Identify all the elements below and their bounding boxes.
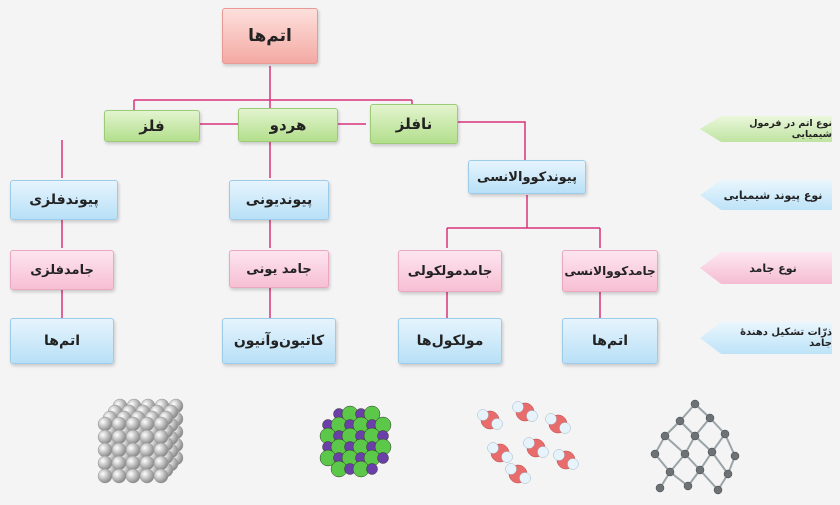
molecular-solid-node: جامدمولکولی	[398, 250, 502, 292]
covalent-solid-label: جامدکووالانسی	[564, 264, 656, 278]
atoms-root-node: اتم‌ها	[222, 8, 318, 64]
ionic-crystal-image	[319, 405, 392, 478]
ionic-bond-label: پیوندیونی	[245, 192, 313, 208]
ionic-solid-node: جامد یونی	[229, 250, 329, 288]
covalent-bond-node: پیوندکووالانسی	[468, 160, 586, 194]
ionic-bond-node: پیوندیونی	[229, 180, 329, 220]
ions-label: کاتیون‌وآنیون	[233, 333, 325, 349]
both-label: هردو	[269, 116, 307, 134]
metallic-bond-label: پیوندفلزی	[29, 192, 99, 208]
bond-type-arrow: نوع پیوند شیمیایی	[700, 180, 832, 210]
covalent-atoms-node: اتم‌ها	[562, 318, 658, 364]
particles-label: ذرّات تشکیل دهندهٔ جامد	[740, 327, 832, 349]
atoms-root-label: اتم‌ها	[248, 26, 292, 46]
covalent-atoms-label: اتم‌ها	[592, 333, 628, 349]
covalent-solid-node: جامدکووالانسی	[562, 250, 658, 292]
covalent-network-image	[650, 399, 740, 495]
ionic-solid-label: جامد یونی	[246, 261, 312, 277]
molecular-solid-label: جامدمولکولی	[407, 263, 493, 279]
particles-arrow: ذرّات تشکیل دهندهٔ جامد	[700, 322, 832, 354]
metal-node: فلز	[104, 110, 200, 142]
metallic-solid-node: جامدفلزی	[10, 250, 114, 290]
molecules-label: مولکول‌ها	[416, 333, 484, 349]
both-node: هردو	[238, 108, 338, 142]
covalent-bond-label: پیوندکووالانسی	[477, 169, 577, 185]
bond-type-label: نوع پیوند شیمیایی	[723, 188, 823, 202]
metal-atoms-label: اتم‌ها	[44, 333, 80, 349]
metallic-solid-label: جامدفلزی	[30, 262, 94, 278]
atom-type-label: نوع اتم در فرمول شیمیایی	[749, 118, 832, 140]
metallic-lattice-image	[97, 398, 184, 484]
nonmetal-label: نافلز	[395, 115, 433, 133]
molecular-solid-image	[477, 401, 579, 484]
solid-type-arrow: نوع جامد	[700, 252, 832, 284]
molecules-node: مولکول‌ها	[398, 318, 502, 364]
metal-atoms-node: اتم‌ها	[10, 318, 114, 364]
nonmetal-node: نافلز	[370, 104, 458, 144]
solid-type-label: نوع جامد	[749, 261, 797, 275]
atom-type-arrow: نوع اتم در فرمول شیمیایی	[700, 116, 832, 142]
ions-node: کاتیون‌وآنیون	[222, 318, 336, 364]
metallic-bond-node: پیوندفلزی	[10, 180, 118, 220]
metal-label: فلز	[139, 117, 165, 135]
